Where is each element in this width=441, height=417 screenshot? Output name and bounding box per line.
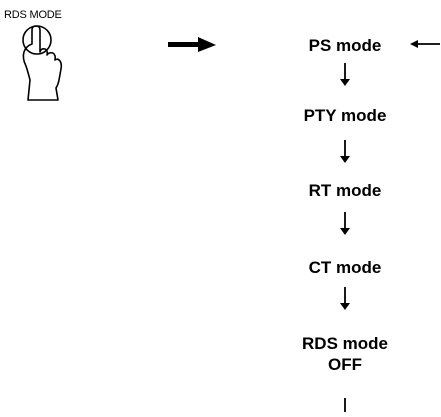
down-arrow-icon bbox=[339, 287, 351, 316]
pty-mode-label: PTY mode bbox=[303, 106, 387, 125]
down-arrow-icon bbox=[339, 140, 351, 169]
right-arrow-icon bbox=[168, 37, 218, 58]
down-arrow-icon bbox=[339, 212, 351, 241]
hand-press-icon bbox=[16, 22, 86, 107]
rt-mode-label: RT mode bbox=[308, 181, 382, 200]
loop-back-arrow-icon bbox=[410, 38, 440, 56]
rds-mode-line2: OFF bbox=[328, 355, 362, 374]
ct-mode-label: CT mode bbox=[308, 258, 382, 277]
rds-mode-line1: RDS mode bbox=[302, 334, 388, 353]
rds-mode-button-label: RDS MODE bbox=[4, 9, 62, 21]
down-arrow-icon bbox=[339, 63, 351, 92]
rds-mode-off-label: RDS mode OFF bbox=[245, 333, 441, 375]
ps-mode-label: PS mode bbox=[308, 36, 382, 55]
down-arrow-icon bbox=[339, 398, 351, 417]
